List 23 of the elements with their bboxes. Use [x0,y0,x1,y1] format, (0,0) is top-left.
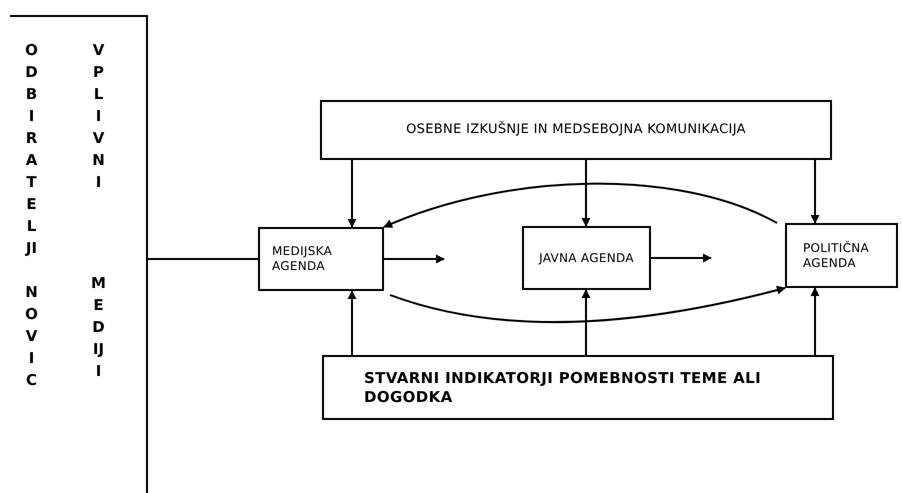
agenda-box [785,223,898,288]
arrow [651,254,712,262]
agenda-box [320,100,832,160]
arrow [582,289,590,355]
agenda-box [322,355,834,420]
arrow [390,286,786,323]
box-text: JAVNA AGENDA [539,250,634,266]
arrow [810,287,820,355]
arrow [348,290,356,355]
agenda-box [522,226,651,290]
box-text: POLITIČNA AGENDA [803,240,870,270]
arrow [348,160,356,228]
arrow [582,160,590,227]
arrow [384,254,445,264]
bracket-panel [10,15,148,493]
vertical-text: VPLIVNI MEDIJI [91,40,106,382]
agenda-box [258,227,384,291]
arrow [383,182,778,228]
box-text: STVARNI INDIKATORJI POMEBNOSTI TEME ALI DOGODKA [364,368,762,406]
vertical-text: ODBIRATELJI NOVIC [24,40,39,391]
arrow [810,160,820,224]
box-text: MEDIJSKA AGENDA [272,244,334,274]
box-text: OSEBNE IZKUŠNJE IN MEDSEBOJNA KOMUNIKACIJA [406,120,746,140]
